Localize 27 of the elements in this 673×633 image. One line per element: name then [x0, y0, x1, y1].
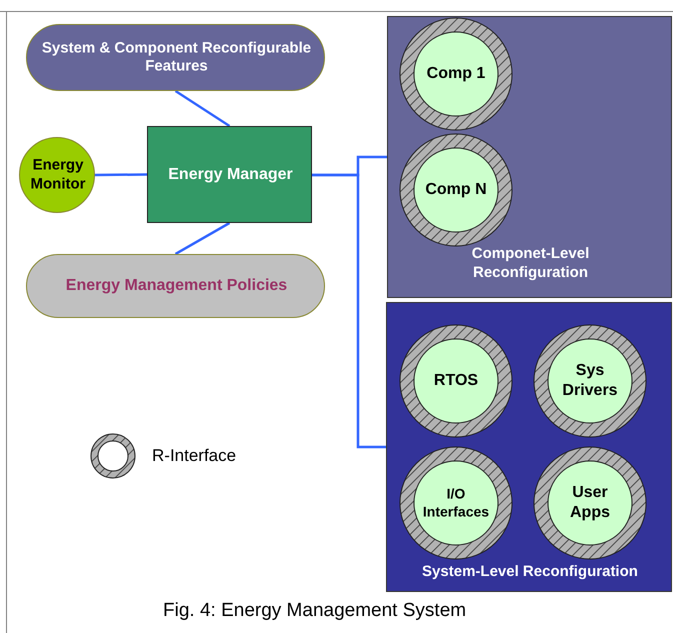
- node-label: RTOS: [432, 371, 480, 391]
- connector-line: [312, 174, 386, 448]
- figure-caption: Fig. 4: Energy Management System: [163, 600, 466, 622]
- node-label: I/O Interfaces: [422, 486, 490, 520]
- node-label: User Apps: [569, 483, 611, 523]
- reconfiguration-panel: [386, 302, 672, 592]
- interface-ring: [533, 324, 647, 438]
- node-label: Comp 1: [426, 64, 486, 84]
- node-label: Energy Manager: [167, 164, 294, 184]
- connector-line: [94, 173, 148, 176]
- panel-title: System-Level Reconfiguration: [421, 563, 639, 582]
- interface-ring: [399, 133, 513, 247]
- reconfiguration-panel: [387, 16, 672, 298]
- interface-ring: [399, 324, 513, 438]
- panel-title: Componet-Level Reconfiguration: [470, 245, 590, 282]
- node-label: System & Component Reconfigurable Features: [40, 38, 312, 76]
- connector-line: [174, 222, 230, 256]
- node-label: Sys Drivers: [561, 361, 619, 401]
- interface-ring: [399, 446, 513, 560]
- interface-ring: [533, 446, 647, 560]
- legend-label: R-Interface: [152, 446, 236, 465]
- node-label: Energy Monitor: [30, 156, 86, 194]
- manager-box: [147, 126, 312, 223]
- node-label: Comp N: [424, 180, 488, 200]
- interface-ring: [399, 17, 513, 131]
- connector-line: [174, 90, 230, 128]
- node-label: Energy Management Policies: [64, 276, 288, 296]
